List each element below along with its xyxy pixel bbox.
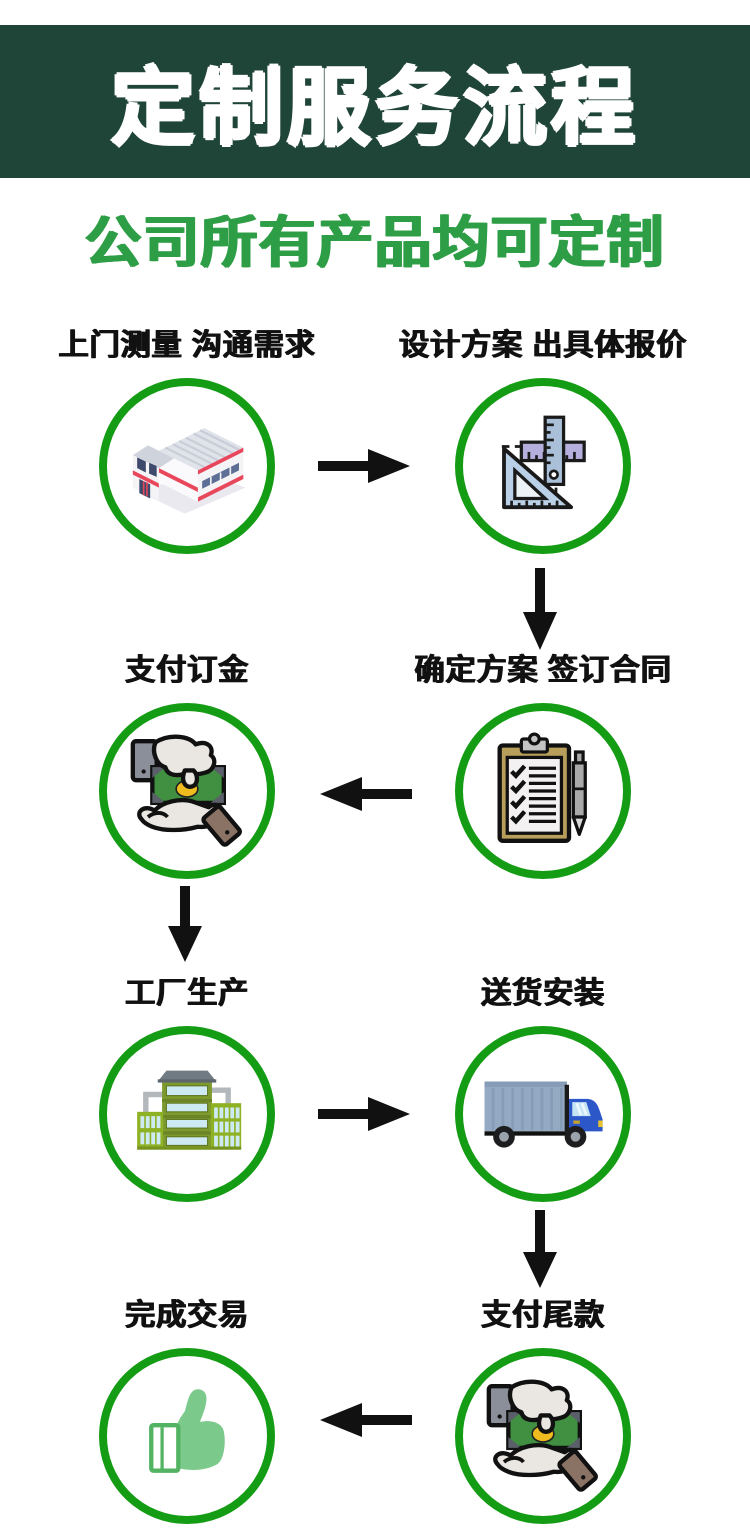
step-8-deal-complete: 完成交易 (7, 1298, 367, 1524)
arrow-left-step3-to-step4 (318, 774, 414, 814)
step-circle (99, 1348, 275, 1524)
step-circle (99, 378, 275, 554)
step-3-confirm-contract: 确定方案 签订合同 (363, 653, 723, 879)
step-circle (455, 1348, 631, 1524)
hand-paying-money-icon (130, 734, 242, 847)
delivery-truck-icon (484, 1081, 603, 1148)
arrow-down-step2-to-step3 (520, 566, 560, 652)
step-circle (455, 1026, 631, 1202)
ruler-set-square-icon (501, 415, 586, 510)
step-label: 上门测量 沟通需求 (58, 329, 316, 362)
factory-building-icon (137, 1070, 242, 1150)
thumbs-up-icon (149, 1389, 225, 1473)
step-circle (99, 703, 275, 879)
arrow-right-step5-to-step6 (316, 1094, 412, 1134)
arrow-down-step6-to-step7 (520, 1208, 560, 1290)
hand-paying-money-icon (486, 1379, 598, 1492)
step-label: 送货安装 (481, 977, 605, 1010)
step-5-factory-production: 工厂生产 (7, 976, 367, 1202)
step-1-onsite-measurement: 上门测量 沟通需求 (7, 328, 367, 554)
step-label: 支付订金 (125, 654, 249, 687)
step-7-pay-balance: 支付尾款 (363, 1298, 723, 1524)
header-banner: 定制服务流程 (0, 25, 750, 178)
step-circle (455, 703, 631, 879)
contract-clipboard-icon (497, 732, 587, 843)
step-4-pay-deposit: 支付订金 (7, 653, 367, 879)
step-2-design-quote: 设计方案 出具体报价 (363, 328, 723, 554)
arrow-down-step4-to-step5 (165, 884, 205, 964)
step-label: 完成交易 (125, 1299, 249, 1332)
step-label: 支付尾款 (481, 1299, 605, 1332)
step-label: 设计方案 出具体报价 (398, 329, 688, 362)
subtitle-text: 公司所有产品均可定制 (85, 211, 665, 274)
arrow-left-step7-to-step8 (318, 1400, 414, 1440)
step-label: 工厂生产 (125, 977, 249, 1010)
step-circle (455, 378, 631, 554)
step-circle (99, 1026, 275, 1202)
step-label: 确定方案 签订合同 (414, 654, 672, 687)
step-6-delivery-install: 送货安装 (363, 976, 723, 1202)
warehouse-building-icon (132, 428, 246, 514)
page-title: 定制服务流程 (110, 61, 639, 155)
arrow-right-step1-to-step2 (316, 446, 412, 486)
